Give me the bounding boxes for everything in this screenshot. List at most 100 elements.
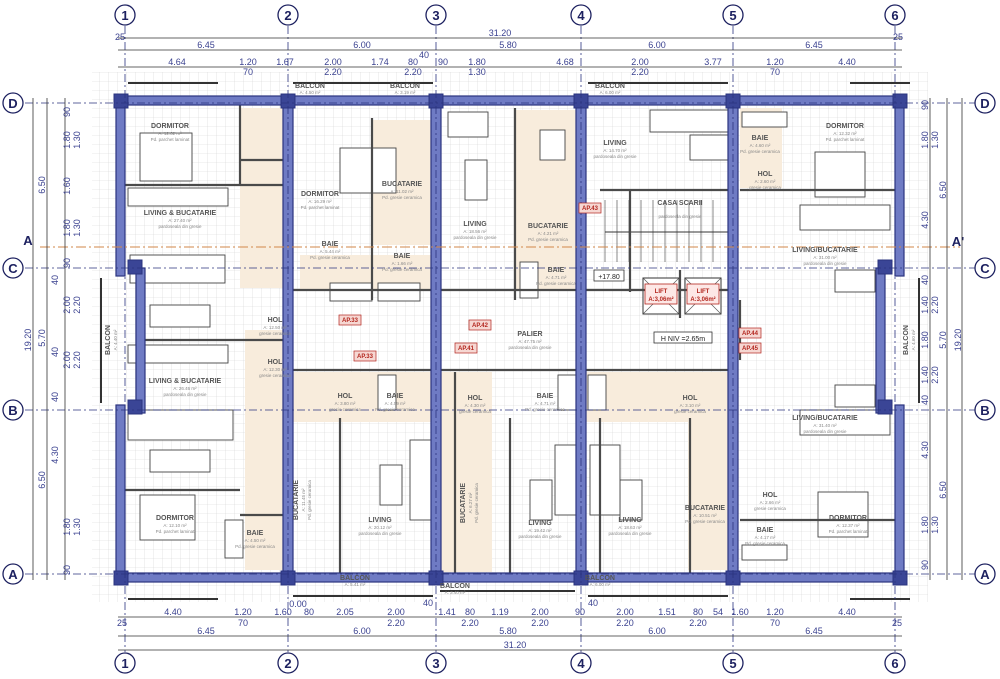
lift-label-box: [686, 283, 720, 305]
dim-top-detail-sub: 70: [243, 67, 253, 77]
dim-top-detail-sub: 70: [770, 67, 780, 77]
room-area: A: 3.10 m²: [680, 403, 701, 408]
dim-left-axis: 6.50: [37, 176, 47, 194]
room-finish: Pd. gresie ceramica: [474, 483, 479, 523]
room-area: A: 47.75 m²: [518, 339, 542, 344]
dim-bottom-offset: 40: [588, 598, 598, 608]
structural-column: [877, 259, 893, 275]
axis-bubble-2: [277, 652, 299, 674]
dim-top-detail: 1.80: [468, 57, 486, 67]
tiled-floor: [290, 372, 435, 422]
apartment-tag: AP.44: [742, 331, 759, 337]
dim-left-detail: 90: [62, 107, 72, 117]
dim-top-detail-sub: 2.20: [631, 67, 649, 77]
room-name: LIVING: [463, 221, 487, 228]
dim-left-axis: 5.70: [37, 329, 47, 347]
coffee-table: [149, 449, 211, 473]
balcony-name: BALCON: [903, 325, 910, 355]
room-area: A: 31.40 m²: [813, 423, 837, 428]
dim-left-detail: 1.80: [62, 518, 72, 536]
dim-left-detail-sub: 1.30: [72, 131, 82, 149]
room-name: LIVING/BUCATARIE: [792, 247, 858, 254]
room-name: BUCATARIE: [685, 505, 726, 512]
room-finish: pardoseala din gresie: [508, 345, 552, 350]
room-area: A: 4.21 m²: [538, 231, 559, 236]
bathtub: [587, 374, 607, 411]
axis-bubble-5: [722, 652, 744, 674]
room-area: A: 2.60 m²: [755, 179, 776, 184]
axis-label-B: B: [980, 403, 989, 418]
room-name: DORMITOR: [829, 515, 867, 522]
bathtub: [519, 261, 539, 299]
room-area: A: 10.51 m²: [693, 513, 717, 518]
sofa: [799, 204, 891, 231]
dim-top-detail: 1.20: [766, 57, 784, 67]
axis-bubble-6: [884, 4, 906, 26]
room-finish: pardoseala din gresie: [593, 154, 637, 159]
apartment-tag-box: [738, 327, 762, 339]
axis-bubble-3: [425, 4, 447, 26]
dim-right-detail: 1.40: [920, 366, 930, 384]
bathtub: [224, 519, 244, 559]
room-name: DORMITOR: [156, 515, 194, 522]
room-area: A: 4.59 m²: [385, 401, 406, 406]
balcony-name: BALCON: [585, 575, 615, 582]
tiled-floor: [245, 330, 287, 570]
room-name: BAIE: [548, 267, 565, 274]
dim-bottom-axis: 6.00: [353, 626, 371, 636]
room-area: A: 4.71 m²: [535, 401, 556, 406]
dining-table: [447, 111, 489, 138]
axis-label-6: 6: [891, 8, 898, 23]
section-label-a: A: [23, 233, 33, 248]
level-mark: +17.80: [598, 274, 620, 281]
axis-label-C: C: [980, 261, 990, 276]
dim-right-detail: 4.30: [920, 441, 930, 459]
dim-right-detail-sub: 2.20: [930, 296, 940, 314]
apartment-tag: AP.43: [582, 206, 599, 212]
balcony-area: A: 5.41 m²: [345, 582, 366, 587]
dim-top-detail: 2.00: [631, 57, 649, 67]
room-finish: Pd. gresie ceramica: [528, 237, 568, 242]
dim-right-detail: 40: [920, 395, 930, 405]
dim-left-detail: 90: [62, 258, 72, 268]
lift-label-box: [644, 283, 678, 305]
dim-bottom-axis: 5.80: [499, 626, 517, 636]
room-area: A: 19.42 m²: [528, 528, 552, 533]
room-area: A: 1.66 m²: [392, 261, 413, 266]
dim-top-detail-sub: 2.20: [324, 67, 342, 77]
dim-right-axis: 6.50: [938, 181, 948, 199]
room-name: DORMITOR: [151, 123, 189, 130]
section-label-a-prime: A': [952, 234, 964, 249]
structural-column: [892, 570, 908, 586]
bed: [817, 491, 869, 538]
dim-top-detail: 1.20: [239, 57, 257, 67]
room-name: BAIE: [752, 135, 769, 142]
room-area: A: 3.80 m²: [335, 401, 356, 406]
axis-label-A: A: [980, 567, 990, 582]
room-name: BAIE: [387, 393, 404, 400]
room-area: A: 11.02 m²: [391, 189, 414, 194]
dim-top-detail: 80: [408, 57, 418, 67]
room-finish: Pd. gresie ceramica: [745, 541, 785, 546]
dim-bottom-detail: 2.00: [531, 607, 549, 617]
room-finish: pardoseala din gresie: [658, 214, 702, 219]
room-finish: Pd. gresie ceramica: [382, 267, 422, 272]
level-mark-box: [593, 269, 625, 282]
axis-label-1: 1: [121, 656, 128, 671]
dim-left-detail-sub: 2.20: [72, 296, 82, 314]
apartment-tag-box: [454, 342, 478, 354]
balcony-area: A: 3.19 m²: [395, 90, 416, 95]
floor-height-box: [653, 331, 713, 344]
dim-top-axis: 6.45: [197, 40, 215, 50]
dim-bottom-detail-sub: 70: [770, 618, 780, 628]
room-finish: pardoseala din gresie: [803, 429, 847, 434]
kitchen-counter: [127, 344, 229, 364]
dim-bottom-detail: 4.40: [164, 607, 182, 617]
room-name: HOL: [338, 393, 354, 400]
exterior-wall: [894, 404, 905, 583]
structural-column: [127, 399, 143, 415]
room-finish: pardoseala din gresie: [453, 235, 497, 240]
dim-bottom-detail: 1.20: [766, 607, 784, 617]
room-finish: Pd. gresie ceramica: [310, 255, 350, 260]
dim-right-axis: 5.70: [938, 331, 948, 349]
